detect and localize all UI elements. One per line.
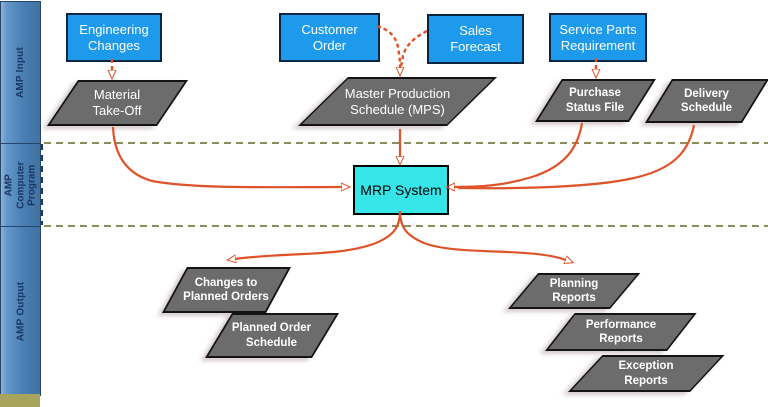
arrow-sales-forecast-to-mps [399,29,428,70]
node-delivery-schedule: Delivery Schedule [645,79,768,123]
arrow-material-take-off-to-mrp [111,126,342,187]
sidebar-label: AMP Computer Program [3,161,38,209]
arrow-customer-order-to-mps [376,24,400,68]
node-engineering-changes: Engineering Changes [66,13,162,62]
node-planned-order-schedule: Planned Order Schedule [205,313,340,358]
node-label: Delivery Schedule [680,87,733,114]
node-purchase-status-file: Purchase Status File [535,79,656,122]
arrow-purchase-status-to-mrp [454,122,584,187]
node-exception-reports: Exception Reports [568,355,725,392]
node-label: Purchase Status File [565,87,625,114]
node-material-take-off: Material Take-Off [47,80,189,126]
node-planning-reports: Planning Reports [508,273,641,309]
separator-program-output [44,225,768,227]
arrow-delivery-schedule-to-mrp [457,124,696,190]
node-label: Planned Order Schedule [231,322,312,349]
node-service-parts-requirement: Service Parts Requirement [549,13,647,62]
sidebar-label: AMP Input [15,46,26,99]
node-mrp-system: MRP System [353,165,449,215]
separator-vertical-dashed [41,144,43,225]
node-label: Material Take-Off [92,87,142,118]
node-changes-to-planned-orders: Changes to Planned Orders [162,267,291,313]
arrow-mrp-to-planning-reports [398,210,566,260]
node-label: Customer Order [301,21,358,53]
node-sales-forecast: Sales Forecast [427,14,524,64]
sidebar-label: AMP Output [15,281,26,341]
node-label: Service Parts Requirement [559,21,637,53]
arrow-mrp-to-changes-planned-orders [235,210,402,259]
sidebar-section-amp-computer-program: AMP Computer Program [0,143,41,227]
sidebar-footer-bar [0,394,40,407]
node-label: Performance Reports [585,318,657,345]
node-label: Exception Reports [618,360,674,387]
node-label: Sales Forecast [450,23,501,54]
node-label: Master Production Schedule (MPS) [344,85,451,117]
node-master-production-schedule: Master Production Schedule (MPS) [298,77,498,126]
node-label: Changes to Planned Orders [183,276,269,303]
sidebar-section-amp-input: AMP Input [0,1,41,144]
node-performance-reports: Performance Reports [545,313,697,351]
separator-input-program [44,142,768,144]
sidebar-section-amp-output: AMP Output [0,226,41,396]
node-label: MRP System [360,182,442,198]
node-customer-order: Customer Order [279,13,380,62]
node-label: Engineering Changes [79,21,149,53]
node-label: Planning Reports [549,277,599,304]
